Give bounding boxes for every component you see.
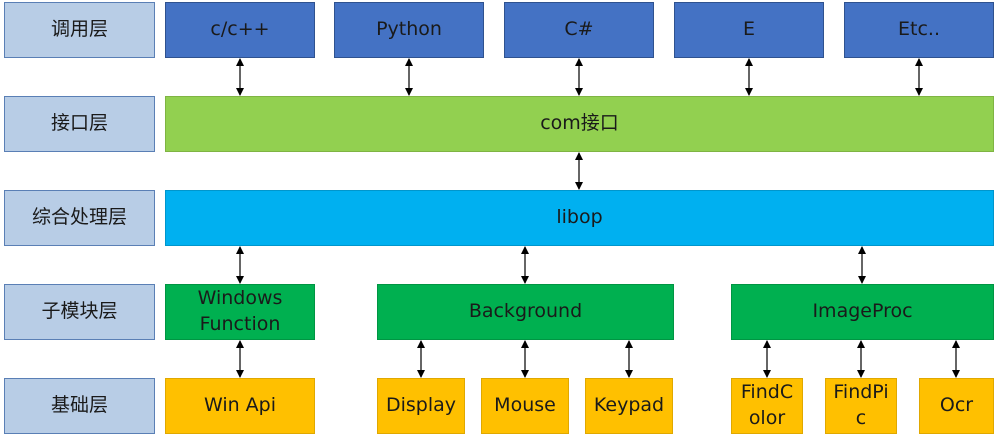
module-box-background: Background (377, 284, 674, 340)
layer-label-interface: 接口层 (4, 96, 155, 152)
layer-label-processing: 综合处理层 (4, 190, 155, 246)
base-box-ocr: Ocr (919, 378, 994, 434)
base-box-findpic: FindPi c (825, 378, 897, 434)
base-box-display: Display (377, 378, 465, 434)
base-box-findcolor: FindC olor (731, 378, 803, 434)
core-box-libop: libop (165, 190, 994, 246)
language-box-csharp: C# (504, 2, 654, 58)
module-box-windows-function: Windows Function (165, 284, 315, 340)
base-box-win-api: Win Api (165, 378, 315, 434)
layer-label-call: 调用层 (4, 2, 155, 58)
interface-box-com: com接口 (165, 96, 994, 152)
layer-label-base: 基础层 (4, 378, 155, 434)
language-box-e: E (674, 2, 824, 58)
base-box-keypad: Keypad (585, 378, 673, 434)
module-box-imageproc: ImageProc (731, 284, 994, 340)
language-box-etc: Etc.. (844, 2, 994, 58)
layer-label-submodule: 子模块层 (4, 284, 155, 340)
language-box-cpp: c/c++ (165, 2, 315, 58)
language-box-python: Python (334, 2, 484, 58)
base-box-mouse: Mouse (481, 378, 569, 434)
